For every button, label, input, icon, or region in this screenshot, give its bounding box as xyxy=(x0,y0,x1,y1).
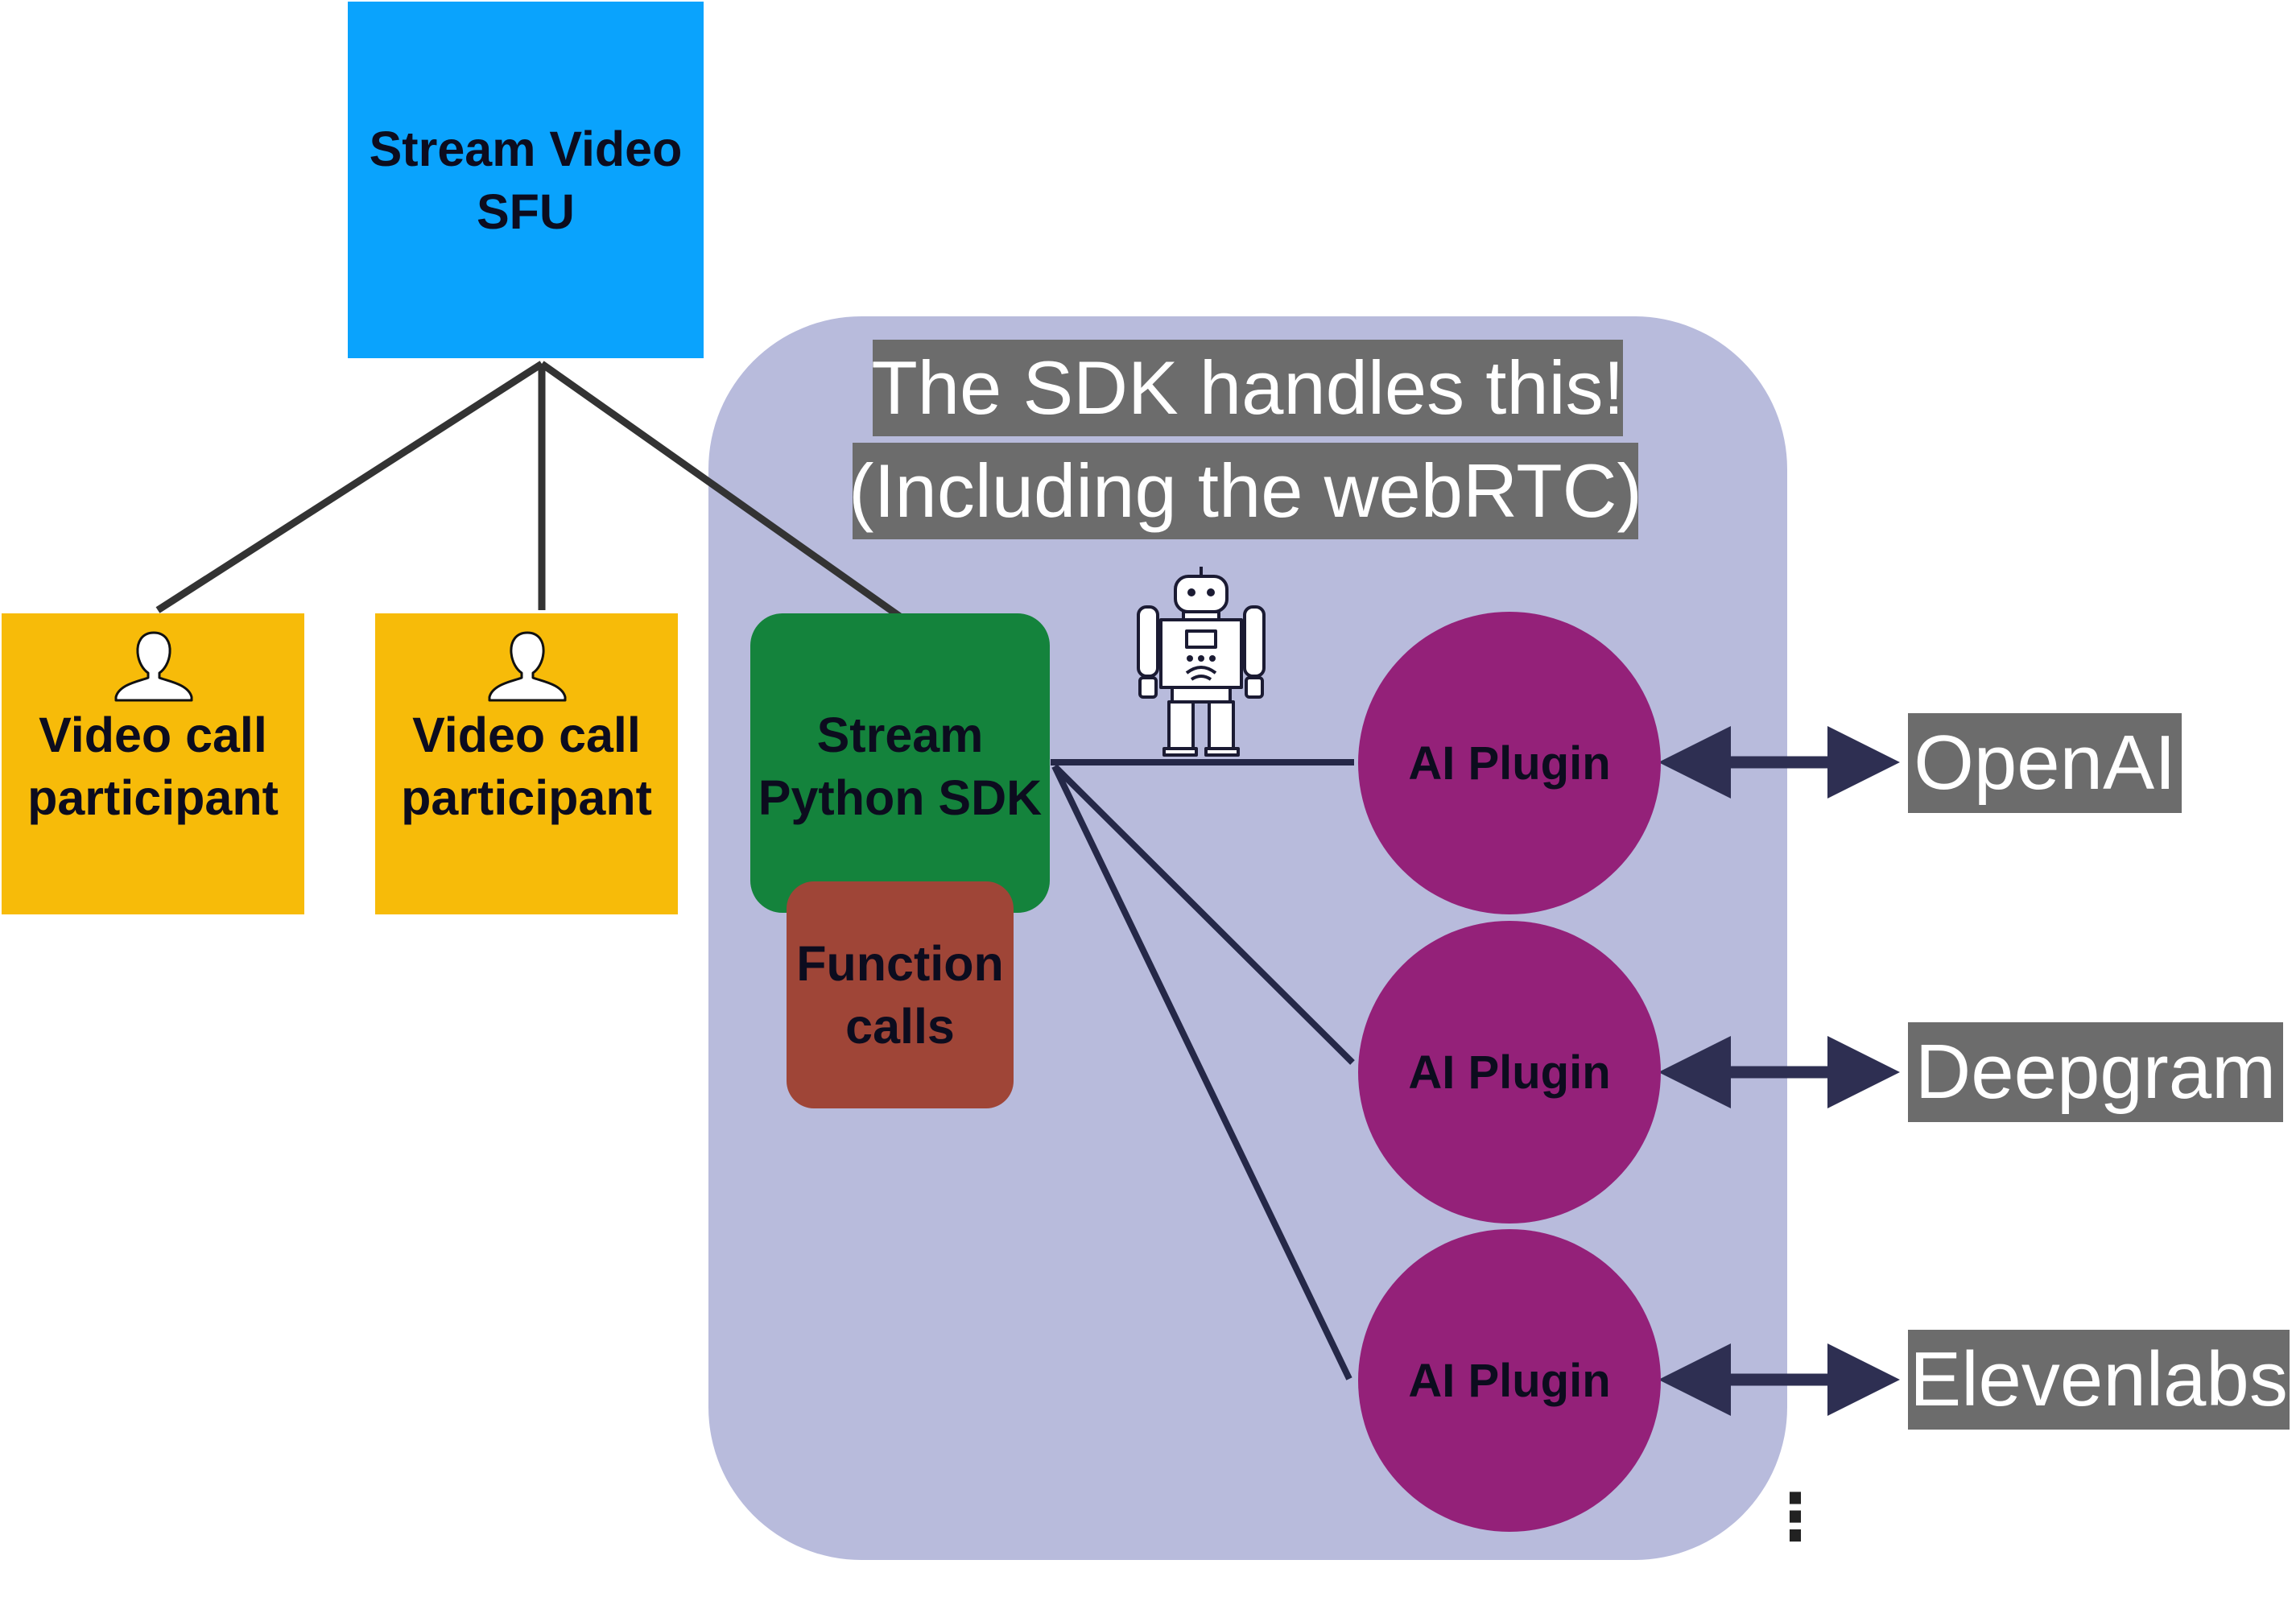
service-arrows xyxy=(1658,726,1900,1416)
ai-plugin-node-1: AI Plugin xyxy=(1358,612,1661,914)
participant-label-line1: Video call xyxy=(39,708,267,762)
sfu-node: Stream Video SFU xyxy=(348,2,704,358)
ai-plugin-node-3: AI Plugin xyxy=(1358,1229,1661,1532)
more-indicator: ⋮ xyxy=(1763,1481,1827,1553)
service-label-elevenlabs: Elevenlabs xyxy=(1908,1330,2290,1430)
ai-plugin-label: AI Plugin xyxy=(1408,737,1611,790)
participant-label-line2: participant xyxy=(401,770,652,825)
ai-plugin-label: AI Plugin xyxy=(1408,1046,1611,1099)
robot-icon xyxy=(1137,567,1266,757)
sfu-label-line2: SFU xyxy=(476,184,575,239)
sfu-connectors xyxy=(155,361,902,620)
ai-plugin-node-2: AI Plugin xyxy=(1358,921,1661,1224)
participant-node-1: Video call participant xyxy=(2,613,304,914)
function-calls-label-line1: Function xyxy=(796,936,1004,991)
sdk-note-line1: The SDK handles this! xyxy=(871,340,1625,436)
user-icon xyxy=(488,631,567,702)
ai-plugin-label: AI Plugin xyxy=(1408,1354,1611,1407)
sdk-to-plugin-3-line xyxy=(1051,765,1352,1380)
function-calls-node: Function calls xyxy=(787,881,1014,1108)
sfu-to-sdk-line xyxy=(539,361,902,620)
participant-label-line2: participant xyxy=(27,770,279,825)
python-sdk-node: Stream Python SDK xyxy=(750,613,1050,913)
sfu-label-line1: Stream Video xyxy=(369,121,683,176)
sdk-to-plugin-connectors xyxy=(1051,759,1355,1380)
participant-node-2: Video call participant xyxy=(375,613,678,914)
participant-label-line1: Video call xyxy=(412,708,641,762)
python-sdk-label-line1: Stream xyxy=(816,708,984,762)
sfu-to-participant-1-line xyxy=(155,361,544,613)
service-label-openai: OpenAI xyxy=(1908,713,2182,813)
function-calls-label-line2: calls xyxy=(845,999,955,1054)
user-icon xyxy=(114,631,193,702)
sdk-note-line2: (Including the webRTC) xyxy=(849,443,1642,539)
service-label-deepgram: Deepgram xyxy=(1908,1022,2283,1122)
sdk-to-plugin-2-line xyxy=(1052,764,1355,1065)
python-sdk-label-line2: Python SDK xyxy=(758,770,1043,825)
